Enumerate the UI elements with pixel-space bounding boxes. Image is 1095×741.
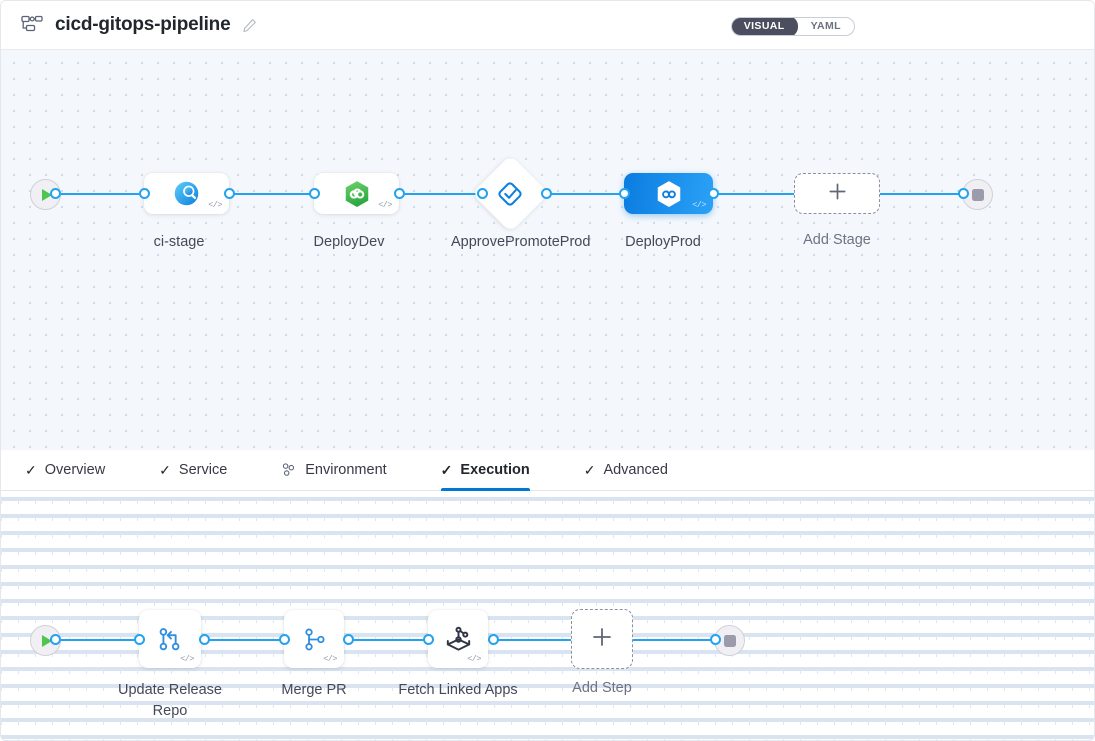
stage-label-ci-stage: ci-stage (153, 234, 205, 250)
port-step-start-out[interactable] (50, 634, 61, 645)
stage-node-deployprod[interactable]: </> (624, 173, 713, 214)
stage-config-tabs: ✓ Overview ✓ Service Environment ✓ Execu… (1, 450, 1094, 491)
port-end-in[interactable] (958, 188, 969, 199)
port-fetch-in[interactable] (423, 634, 434, 645)
stage-graph-canvas[interactable]: </> ci-stage (1, 50, 1094, 450)
tab-advanced[interactable]: ✓ Advanced (584, 450, 668, 491)
port-mergepr-in[interactable] (279, 634, 290, 645)
stage-code-badge: </> (378, 200, 392, 210)
gitops-hexagon-icon (345, 180, 368, 207)
tab-label: Overview (44, 462, 106, 478)
harness-ci-icon (174, 181, 199, 206)
add-stage-label: Add Stage (803, 232, 871, 248)
toggle-option-visual[interactable]: VISUAL (731, 18, 798, 35)
edge-add-to-end (876, 193, 976, 195)
edge-step-start-to-update (55, 639, 145, 641)
tab-label: Service (178, 462, 228, 478)
port-deploydev-out[interactable] (394, 188, 405, 199)
step-node-merge-pr[interactable]: </> (284, 610, 344, 668)
edge-fetch-to-addstep (493, 639, 573, 641)
edge-deploydev-to-approve (397, 193, 482, 195)
stage-code-badge: </> (692, 200, 706, 210)
tab-label: Advanced (603, 462, 668, 478)
stage-node-ci-stage[interactable]: </> (144, 173, 229, 214)
edge-ci-to-deploydev (229, 193, 324, 195)
port-update-in[interactable] (134, 634, 145, 645)
add-step-label: Add Step (572, 680, 632, 696)
page-title: cicd-gitops-pipeline (55, 14, 231, 35)
tab-overview[interactable]: ✓ Overview (25, 450, 105, 491)
step-code-badge: </> (180, 654, 194, 664)
step-code-badge: </> (323, 654, 337, 664)
tab-environment[interactable]: Environment (281, 450, 387, 491)
tab-label: Execution (460, 462, 530, 478)
step-label-merge-pr: Merge PR (281, 682, 347, 698)
port-update-out[interactable] (199, 634, 210, 645)
step-node-update-release-repo[interactable]: </> (139, 610, 201, 668)
git-branch-icon (304, 628, 325, 650)
step-code-badge: </> (467, 654, 481, 664)
check-icon: ✓ (440, 462, 453, 478)
stage-code-badge: </> (208, 200, 222, 210)
stage-label-approvepromoteprod: ApprovePromoteProd (451, 234, 591, 250)
check-icon: ✓ (25, 462, 37, 478)
check-icon: ✓ (583, 462, 596, 478)
port-deploydev-in[interactable] (309, 188, 320, 199)
pencil-icon[interactable] (242, 18, 257, 33)
check-icon: ✓ (159, 462, 171, 478)
gitops-hexagon-icon (657, 180, 680, 207)
cluster-icon (281, 462, 297, 478)
fetch-apps-icon (446, 626, 470, 651)
edge-addstep-to-end (633, 639, 728, 641)
add-stage-button[interactable] (794, 173, 880, 214)
add-step-button[interactable] (571, 609, 633, 669)
port-deployprod-in[interactable] (619, 188, 630, 199)
edge-approve-to-deployprod (546, 193, 651, 195)
edge-start-to-ci (55, 193, 145, 195)
edge-deployprod-to-add (706, 193, 816, 195)
toggle-option-yaml[interactable]: YAML (810, 20, 841, 32)
port-start-out[interactable] (50, 188, 61, 199)
plus-icon (827, 181, 848, 207)
stop-icon (723, 634, 736, 647)
port-deployprod-out[interactable] (708, 188, 719, 199)
view-mode-toggle[interactable]: VISUAL YAML (730, 17, 855, 36)
port-mergepr-out[interactable] (343, 634, 354, 645)
port-ci-out[interactable] (224, 188, 235, 199)
step-node-fetch-linked-apps[interactable]: </> (428, 610, 488, 668)
port-fetch-out[interactable] (488, 634, 499, 645)
stage-label-deployprod: DeployProd (625, 234, 701, 250)
edge-update-to-mergepr (204, 639, 294, 641)
tab-service[interactable]: ✓ Service (159, 450, 227, 491)
tab-label: Environment (305, 462, 387, 478)
git-update-icon (159, 628, 180, 651)
port-step-end-in[interactable] (710, 634, 721, 645)
tab-execution[interactable]: ✓ Execution (440, 450, 530, 491)
port-approve-in[interactable] (477, 188, 488, 199)
port-ci-in[interactable] (139, 188, 150, 199)
stage-label-deploydev: DeployDev (313, 234, 385, 250)
execution-steps-canvas[interactable]: </> Update Release Repo </> Merge PR (1, 491, 1094, 740)
port-approve-out[interactable] (541, 188, 552, 199)
edge-mergepr-to-fetch (349, 639, 439, 641)
play-icon (42, 634, 52, 647)
plus-icon (591, 626, 613, 653)
header-bar: cicd-gitops-pipeline VISUAL YAML (1, 1, 1094, 50)
stage-node-deploydev[interactable]: </> (314, 173, 399, 214)
stop-icon (971, 188, 984, 201)
step-label-fetch-linked-apps: Fetch Linked Apps (398, 682, 518, 698)
step-label-update-release-repo: Update Release Repo (118, 682, 222, 719)
play-icon (42, 188, 52, 201)
pipeline-icon (19, 12, 45, 38)
